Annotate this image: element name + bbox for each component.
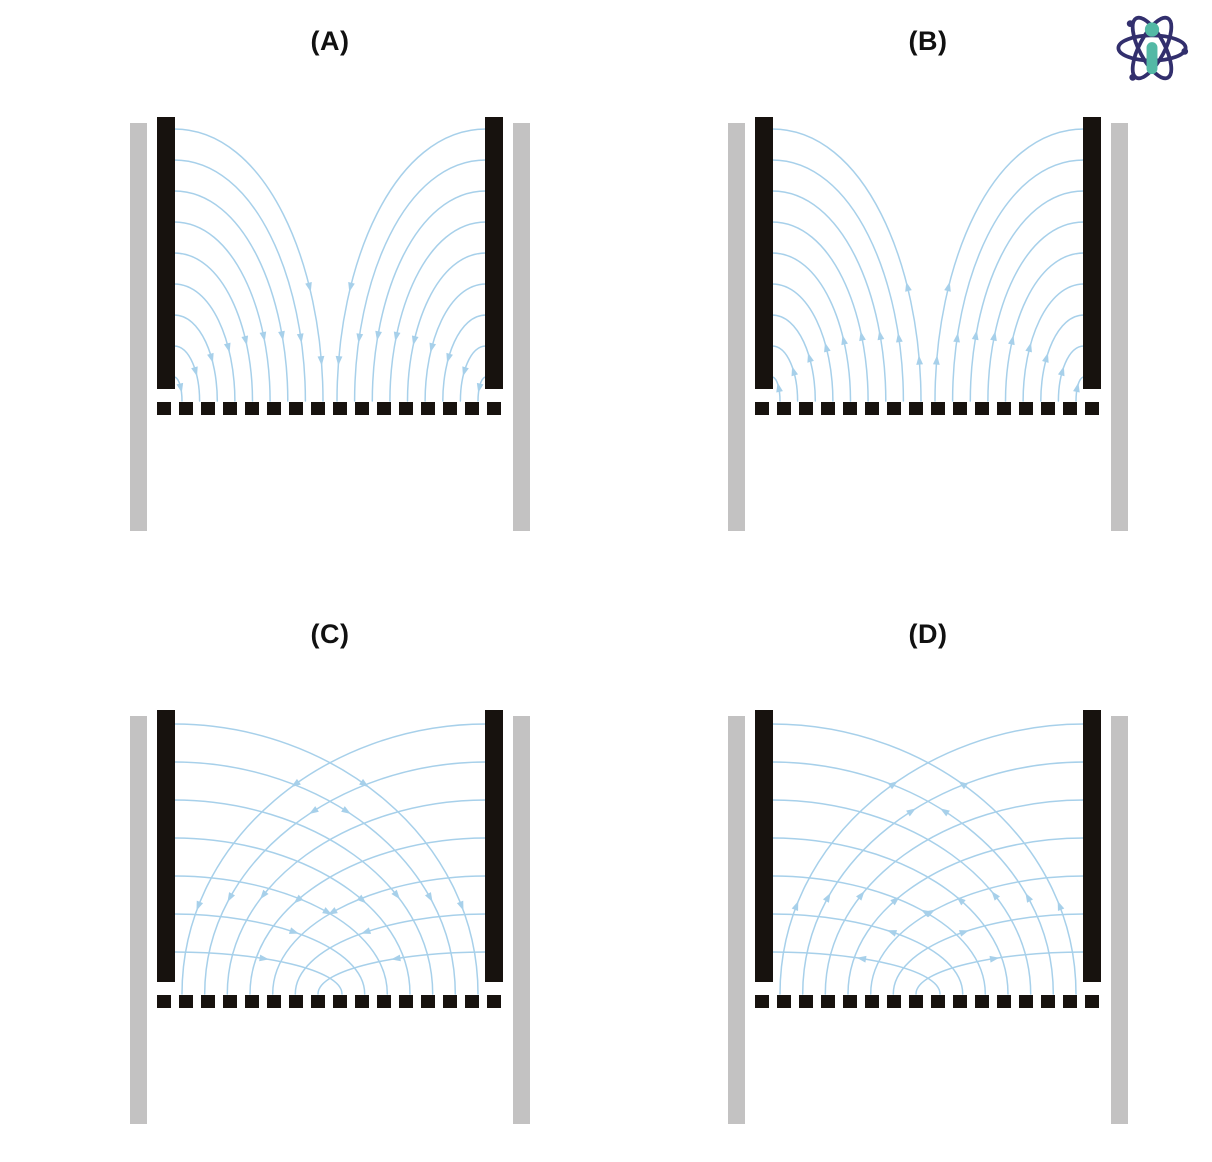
panel-grid: (A) (B) (C) (D) [130,26,1128,1130]
field-diagram-D [728,710,1128,1124]
panel-title-B: (B) [908,26,948,56]
panel-title-A: (A) [310,26,350,56]
atom-logo-svg [1116,15,1189,81]
panel-title-C: (C) [310,619,350,649]
panel-A: (A) [130,26,530,537]
panel-D: (D) [728,619,1128,1130]
letter-i-icon [1144,22,1160,75]
panel-B: (B) [728,26,1128,537]
atom-i-logo [1108,6,1196,90]
field-diagram-B [728,117,1128,531]
panel-C: (C) [130,619,530,1130]
field-diagram-A [130,117,530,531]
field-diagram-C [130,710,530,1124]
panel-title-D: (D) [908,619,948,649]
